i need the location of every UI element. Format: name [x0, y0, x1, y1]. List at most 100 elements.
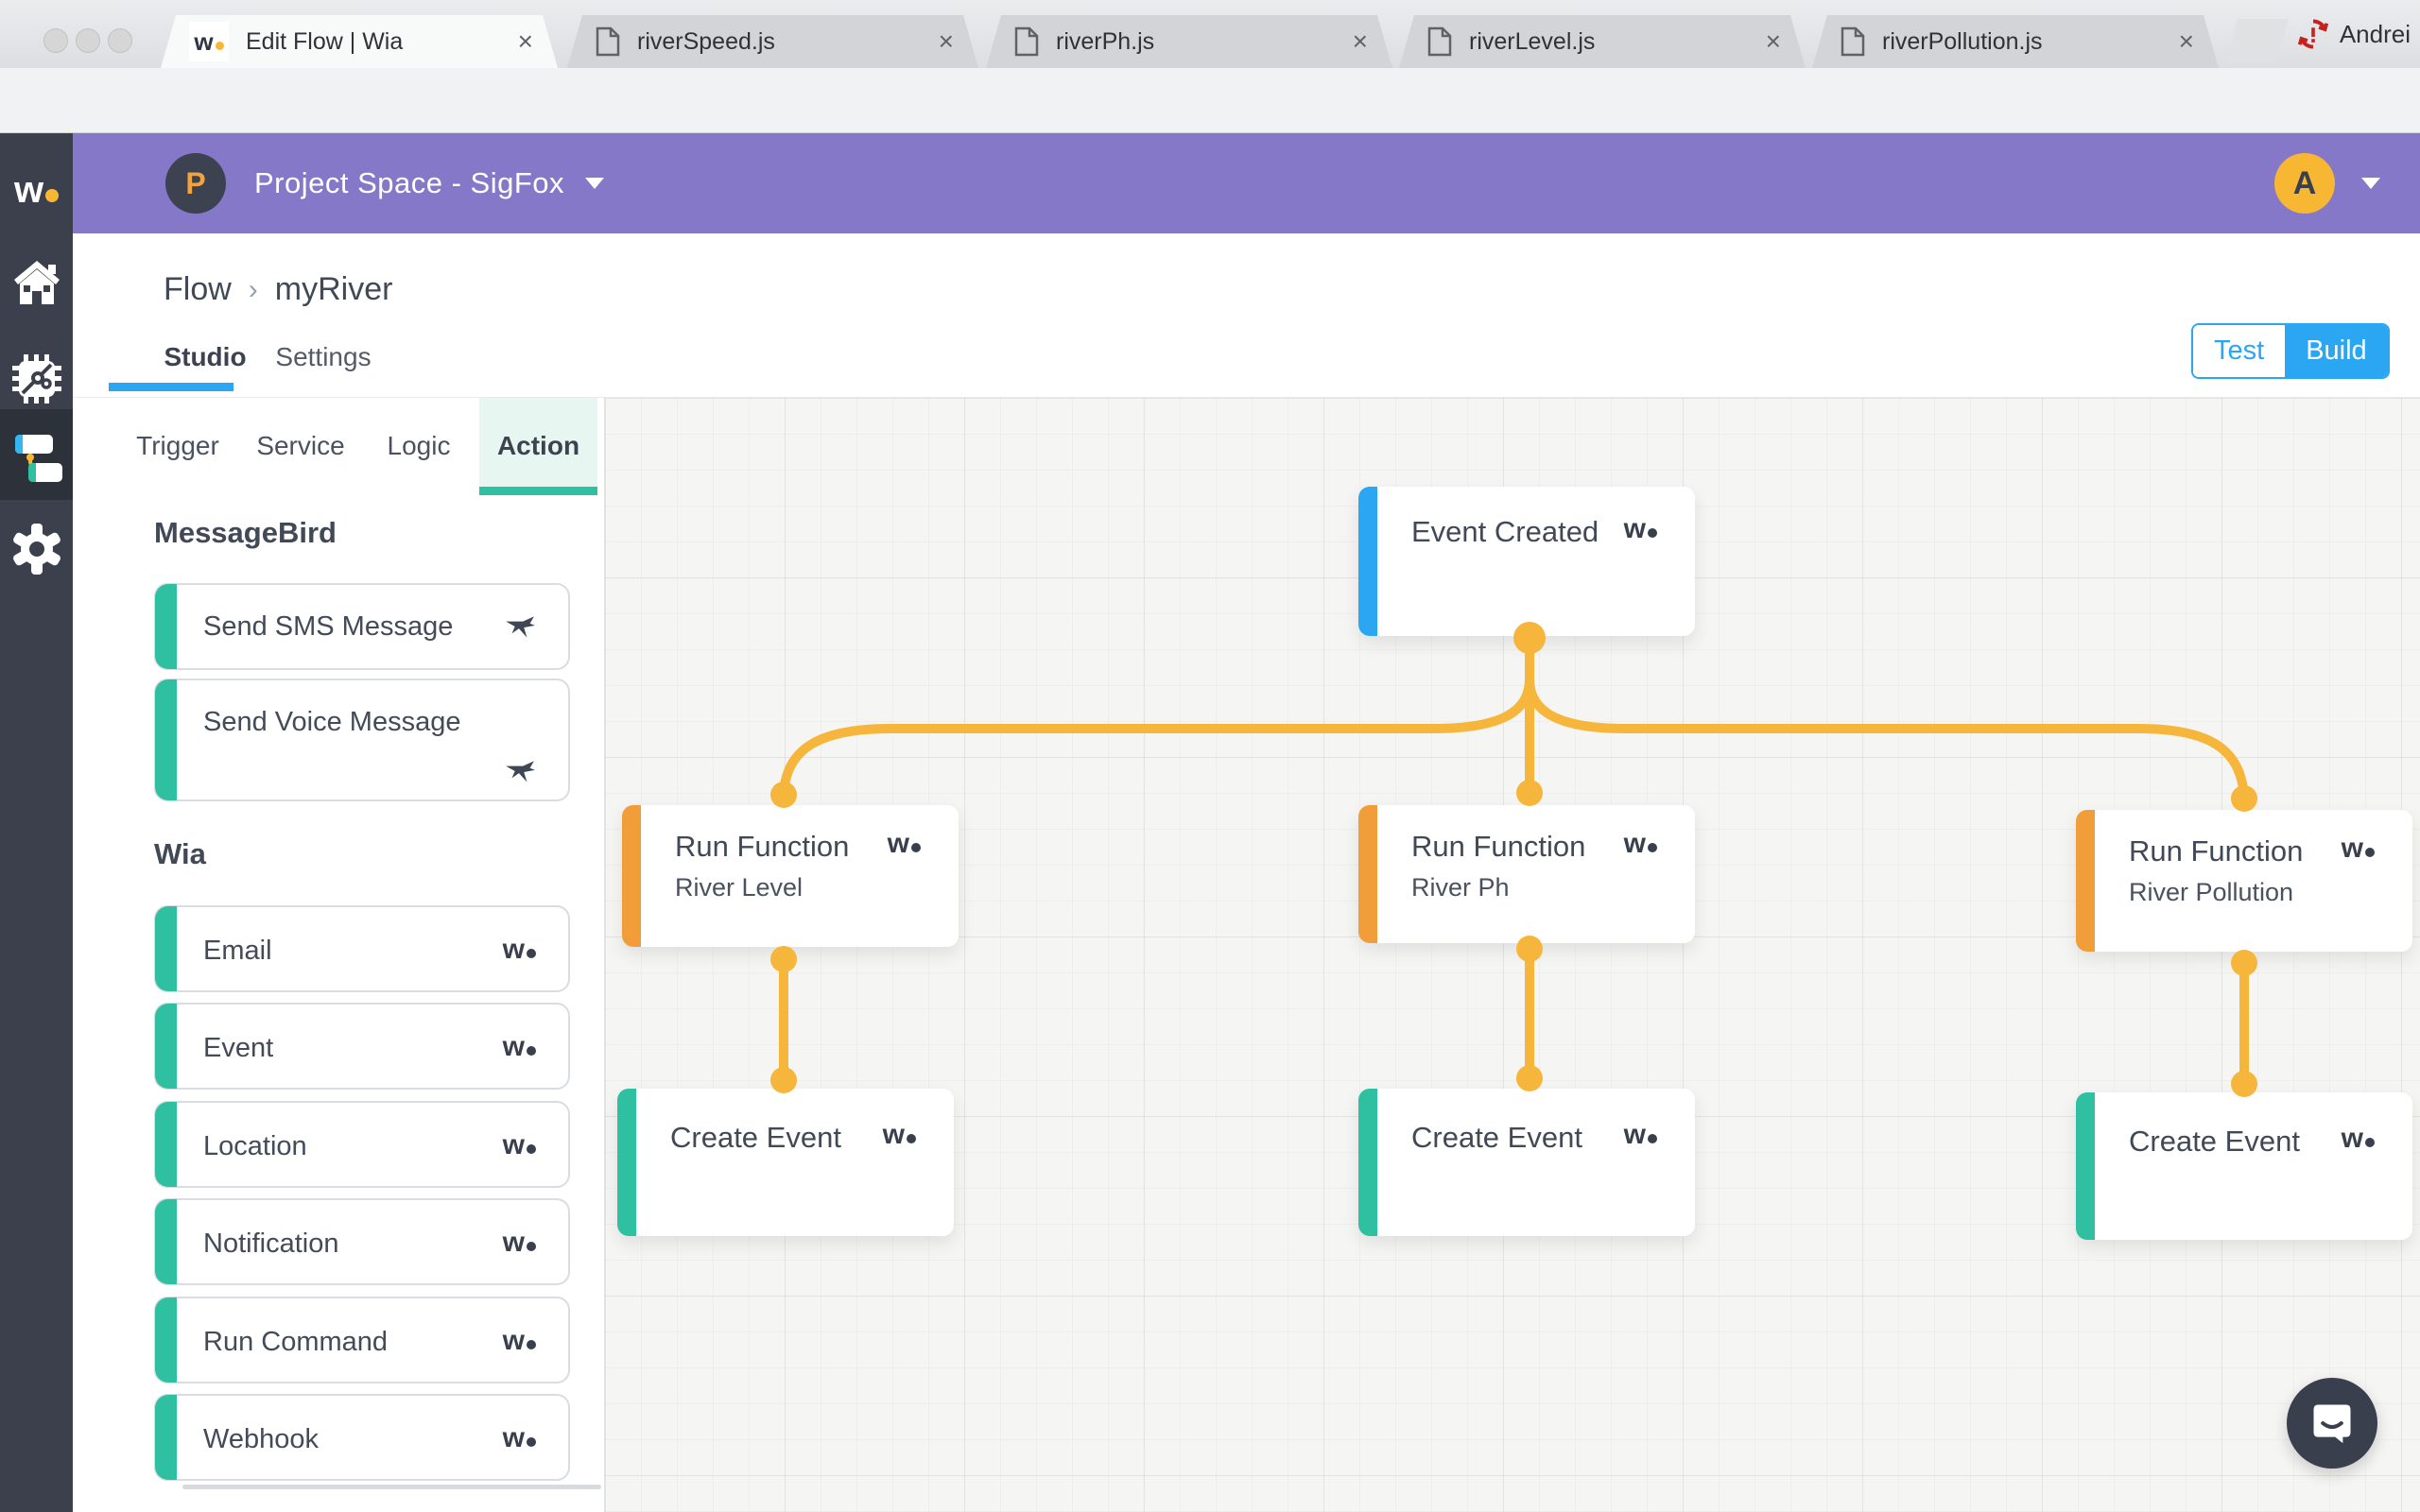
new-tab-button[interactable]: [2226, 19, 2289, 62]
mode-toggle: Test Build: [2191, 323, 2390, 379]
card-label: Email: [203, 936, 272, 966]
palette-tab-trigger[interactable]: Trigger: [136, 431, 219, 460]
tab-close-icon[interactable]: ×: [1352, 26, 1368, 56]
node-run-function-river-level[interactable]: Run Function w River Level: [622, 805, 959, 947]
card-label: Webhook: [203, 1424, 319, 1454]
node-accent-bar: [2076, 810, 2095, 952]
document-icon: [1841, 26, 1865, 57]
palette-tab-service[interactable]: Service: [256, 431, 345, 460]
sidebar-item-settings[interactable]: [0, 504, 73, 594]
card-label: Run Command: [203, 1327, 389, 1357]
browser-tab-riverspeed[interactable]: riverSpeed.js ×: [567, 15, 978, 68]
node-title: Create Event: [2129, 1125, 2300, 1158]
tab-title: riverPollution.js: [1882, 27, 2043, 55]
card-label: Event: [203, 1033, 274, 1063]
sidebar-item-devices[interactable]: [0, 334, 73, 424]
gear-icon: [12, 524, 60, 575]
card-accent-bar: [155, 679, 177, 800]
browser-tab-riverph[interactable]: riverPh.js ×: [986, 15, 1392, 68]
browser-profile[interactable]: Andrei: [2296, 0, 2411, 68]
palette-card-webhook[interactable]: Webhook w: [154, 1394, 570, 1481]
palette-card-send-voice[interactable]: Send Voice Message: [154, 679, 570, 801]
wia-logo: w: [503, 936, 536, 964]
node-title: Event Created: [1411, 515, 1599, 548]
palette-tab-logic[interactable]: Logic: [387, 431, 451, 460]
flow-canvas[interactable]: Event Created w Run Function w River Lev…: [605, 398, 2420, 1512]
window-zoom-button[interactable]: [108, 28, 132, 53]
breadcrumb-current: myRiver: [274, 271, 393, 307]
palette-card-notification[interactable]: Notification w: [154, 1198, 570, 1285]
browser-tab-edit-flow[interactable]: w Edit Flow | Wia ×: [161, 15, 558, 68]
tab-close-icon[interactable]: ×: [938, 26, 954, 56]
palette-card-location[interactable]: Location w: [154, 1101, 570, 1188]
card-label: Notification: [203, 1228, 339, 1259]
tab-close-icon[interactable]: ×: [517, 26, 533, 56]
node-accent-bar: [622, 805, 641, 947]
chat-launcher-button[interactable]: [2287, 1378, 2377, 1469]
tab-studio[interactable]: Studio: [164, 342, 247, 371]
card-accent-bar: [155, 584, 177, 669]
node-title: Create Event: [1411, 1121, 1582, 1154]
browser-tab-riverpollution[interactable]: riverPollution.js ×: [1812, 15, 2219, 68]
wia-logo: w: [503, 1131, 536, 1160]
node-title: Create Event: [670, 1121, 841, 1154]
node-event-created[interactable]: Event Created w: [1358, 487, 1695, 636]
node-create-event-3[interactable]: Create Event w: [2076, 1092, 2412, 1240]
breadcrumb-root[interactable]: Flow: [164, 271, 232, 307]
node-title: Run Function: [2129, 834, 2304, 868]
browser-tab-riverlevel[interactable]: riverLevel.js ×: [1399, 15, 1806, 68]
active-palette-tab-underline: [479, 487, 597, 495]
palette-card-event[interactable]: Event w: [154, 1003, 570, 1090]
wia-logo: w: [503, 1424, 536, 1452]
node-title: Run Function: [675, 830, 850, 863]
palette-card-email[interactable]: Email w: [154, 905, 570, 992]
palette-card-run-command[interactable]: Run Command w: [154, 1297, 570, 1383]
card-accent-bar: [155, 1102, 177, 1187]
card-accent-bar: [155, 1395, 177, 1480]
node-run-function-river-pollution[interactable]: Run Function w River Pollution: [2076, 810, 2412, 952]
sidebar-item-flows[interactable]: [0, 409, 73, 500]
chat-bubble-icon: [2313, 1404, 2351, 1444]
node-create-event-2[interactable]: Create Event w: [1358, 1089, 1695, 1236]
action-palette: Trigger Service Logic Action MessageBird…: [73, 398, 605, 1512]
document-icon: [1427, 26, 1452, 57]
node-accent-bar: [1358, 805, 1377, 943]
wia-logo: w: [503, 1033, 536, 1061]
palette-scrollbar[interactable]: [182, 1485, 601, 1489]
sidebar-item-home[interactable]: [0, 237, 73, 328]
tab-settings[interactable]: Settings: [275, 342, 372, 371]
palette-tab-action[interactable]: Action: [479, 398, 597, 494]
build-button[interactable]: Build: [2285, 325, 2388, 377]
project-space-selector[interactable]: Project Space - SigFox: [254, 166, 565, 199]
user-avatar[interactable]: A: [2274, 153, 2335, 214]
palette-card-send-sms[interactable]: Send SMS Message: [154, 583, 570, 670]
chevron-down-icon[interactable]: [585, 178, 605, 189]
project-avatar[interactable]: P: [165, 153, 226, 214]
breadcrumb: Flow › myRiver: [164, 271, 392, 308]
node-run-function-river-ph[interactable]: Run Function w River Ph: [1358, 805, 1695, 943]
group-title-wia: Wia: [154, 837, 206, 870]
test-button[interactable]: Test: [2193, 325, 2286, 377]
app-side-rail: w: [0, 133, 73, 1512]
group-title-messagebird: MessageBird: [154, 516, 337, 549]
card-label: Send Voice Message: [203, 707, 461, 737]
tab-title: riverPh.js: [1056, 27, 1155, 55]
window-minimize-button[interactable]: [76, 28, 100, 53]
active-tab-underline: [109, 383, 233, 391]
tab-close-icon[interactable]: ×: [1765, 26, 1781, 56]
home-icon: [13, 261, 60, 304]
card-label: Send SMS Message: [203, 611, 454, 642]
node-accent-bar: [1358, 487, 1377, 636]
user-menu-chevron-icon[interactable]: [2361, 178, 2380, 189]
profile-name: Andrei: [2339, 19, 2411, 48]
node-create-event-1[interactable]: Create Event w: [617, 1089, 954, 1236]
flow-icon: [14, 435, 62, 482]
wia-logo: w: [883, 1121, 916, 1149]
messagebird-icon: [506, 616, 535, 638]
card-accent-bar: [155, 1004, 177, 1089]
wia-logo: w: [888, 830, 921, 858]
tab-close-icon[interactable]: ×: [2178, 26, 2194, 56]
wia-logo: w: [0, 152, 73, 228]
window-close-button[interactable]: [43, 28, 68, 53]
wia-favicon: w: [189, 22, 229, 61]
